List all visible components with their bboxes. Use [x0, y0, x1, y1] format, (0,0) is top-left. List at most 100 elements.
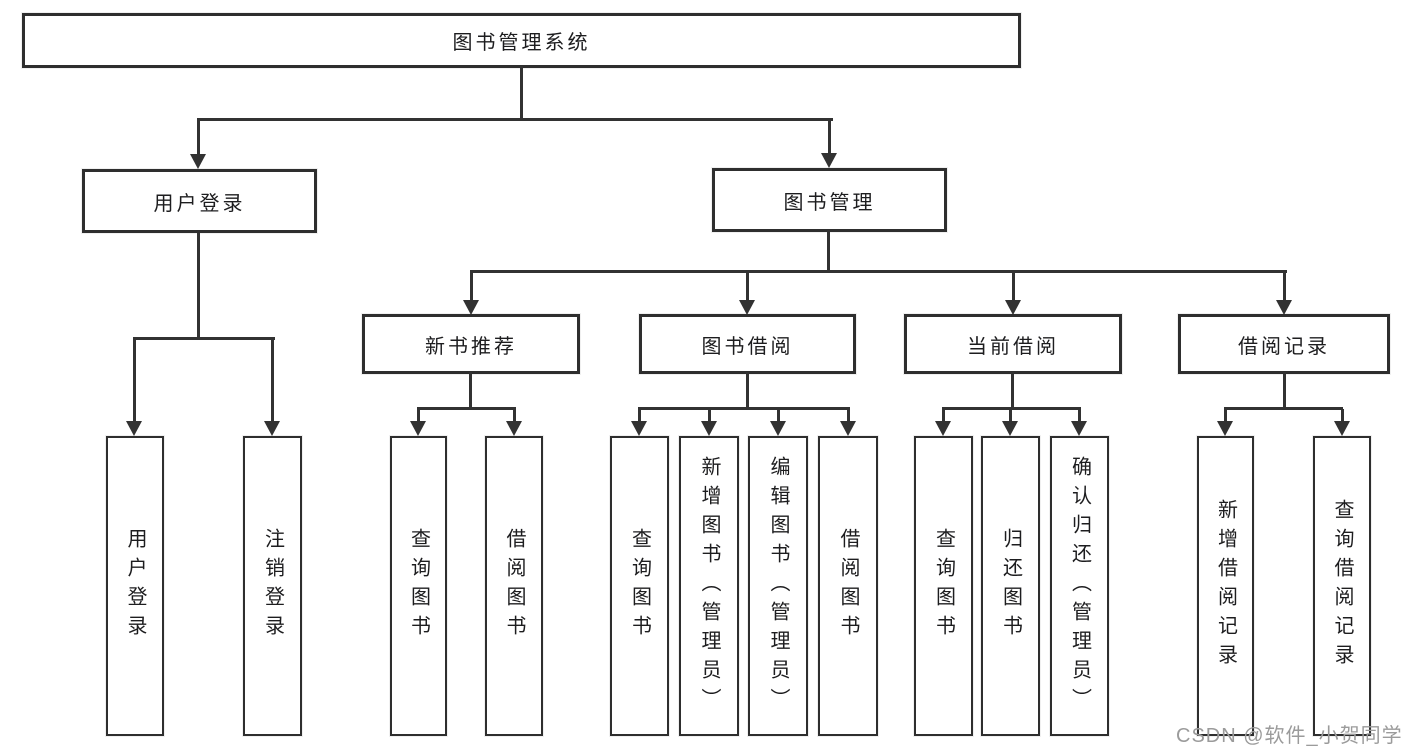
node-label: 借阅记录: [1238, 335, 1330, 358]
node-label: 借阅图书: [503, 528, 525, 644]
leaf-user-login: 用户登录: [106, 436, 164, 736]
arrow-shaft: [1282, 272, 1286, 303]
arrow-shaft: [846, 409, 850, 424]
arrow-to-leaf: [1002, 409, 1018, 436]
leaf-confirm-return-admin: 确认归还（管理员）: [1050, 436, 1109, 736]
connector-user-login-rail: [133, 337, 275, 340]
arrowhead-down-icon: [840, 421, 856, 436]
leaf-query-book-recommend: 查询图书: [390, 436, 447, 736]
arrowhead-down-icon: [1002, 421, 1018, 436]
connector-book-borrow-trunk: [746, 372, 749, 410]
leaf-query-borrow-record: 查询借阅记录: [1313, 436, 1371, 736]
node-label: 图书管理: [783, 191, 876, 214]
arrow-to-book-borrow: [739, 272, 755, 315]
arrow-shaft: [1340, 409, 1344, 424]
arrow-shaft: [745, 272, 749, 303]
arrowhead-down-icon: [410, 421, 426, 436]
connector-user-login-trunk: [197, 233, 200, 340]
leaf-add-book-admin: 新增图书（管理员）: [679, 436, 739, 736]
arrow-to-borrow-record: [1276, 272, 1292, 315]
arrow-to-leaf: [1217, 409, 1233, 436]
arrow-shaft: [1223, 409, 1227, 424]
arrowhead-down-icon: [1005, 300, 1021, 315]
csdn-watermark: CSDN @软件_小贺同学: [1176, 725, 1403, 747]
arrowhead-down-icon: [739, 300, 755, 315]
arrowhead-down-icon: [631, 421, 647, 436]
node-label: 查询图书: [628, 528, 651, 644]
arrowhead-down-icon: [821, 153, 837, 168]
leaf-query-book: 查询图书: [610, 436, 669, 736]
leaf-return-book: 归还图书: [981, 436, 1040, 736]
connector-root-trunk: [520, 66, 523, 120]
arrowhead-down-icon: [1217, 421, 1233, 436]
arrow-to-book-management: [821, 120, 837, 168]
leaf-borrow-book-recommend: 借阅图书: [485, 436, 543, 736]
arrowhead-down-icon: [1334, 421, 1350, 436]
node-current-borrow: 当前借阅: [904, 314, 1122, 374]
connector-book-borrow-rail: [638, 407, 850, 410]
arrow-to-leaf-user-login: [126, 339, 142, 436]
node-book-borrow: 图书借阅: [639, 314, 856, 374]
node-label: 用户登录: [124, 528, 146, 644]
arrowhead-down-icon: [1276, 300, 1292, 315]
connector-new-book-trunk: [469, 372, 472, 410]
arrow-to-leaf: [410, 409, 426, 436]
arrow-to-leaf: [1071, 409, 1087, 436]
leaf-query-current-borrow: 查询图书: [914, 436, 973, 736]
connector-new-book-rail: [417, 407, 516, 410]
node-label: 确认归还（管理员）: [1068, 455, 1091, 717]
arrow-shaft: [132, 339, 136, 424]
arrow-shaft: [776, 409, 780, 424]
node-label: 查询图书: [407, 528, 430, 644]
node-label: 新增借阅记录: [1214, 499, 1237, 673]
arrow-to-leaf: [631, 409, 647, 436]
arrow-shaft: [707, 409, 711, 424]
connector-book-management-trunk: [827, 230, 830, 273]
node-user-login: 用户登录: [82, 169, 317, 233]
node-label: 用户登录: [153, 192, 246, 215]
connector-borrow-record-rail: [1224, 407, 1343, 410]
leaf-borrow-book: 借阅图书: [818, 436, 878, 736]
arrow-to-leaf: [770, 409, 786, 436]
arrowhead-down-icon: [264, 421, 280, 436]
arrowhead-down-icon: [506, 421, 522, 436]
node-library-management-system: 图书管理系统: [22, 13, 1021, 68]
node-book-management: 图书管理: [712, 168, 947, 232]
arrow-to-user-login: [190, 120, 206, 169]
node-label: 新书推荐: [425, 335, 517, 358]
arrow-to-leaf: [840, 409, 856, 436]
arrowhead-down-icon: [701, 421, 717, 436]
connector-current-borrow-rail: [942, 407, 1081, 410]
arrowhead-down-icon: [190, 154, 206, 169]
node-label: 查询借阅记录: [1331, 499, 1353, 673]
arrowhead-down-icon: [463, 300, 479, 315]
arrow-to-leaf: [935, 409, 951, 436]
arrow-shaft: [469, 272, 473, 303]
connector-book-management-rail: [470, 270, 1287, 273]
node-label: 当前借阅: [967, 335, 1059, 358]
arrow-shaft: [512, 409, 516, 424]
arrow-to-leaf: [506, 409, 522, 436]
arrowhead-down-icon: [1071, 421, 1087, 436]
arrow-shaft: [827, 120, 831, 156]
arrow-shaft: [196, 120, 200, 157]
connector-borrow-record-trunk: [1283, 372, 1286, 410]
node-label: 查询图书: [932, 528, 955, 644]
node-label: 图书管理系统: [452, 32, 591, 54]
arrow-shaft: [1008, 409, 1012, 424]
arrow-to-current-borrow: [1005, 272, 1021, 315]
node-new-book-recommend: 新书推荐: [362, 314, 580, 374]
arrow-shaft: [637, 409, 641, 424]
node-label: 新增图书（管理员）: [698, 455, 720, 717]
arrow-shaft: [270, 339, 274, 424]
node-label: 归还图书: [999, 528, 1022, 644]
arrow-to-leaf: [701, 409, 717, 436]
arrowhead-down-icon: [126, 421, 142, 436]
node-label: 注销登录: [261, 528, 284, 644]
arrow-shaft: [416, 409, 420, 424]
arrow-to-leaf: [1334, 409, 1350, 436]
arrow-to-leaf-logout: [264, 339, 280, 436]
node-label: 借阅图书: [837, 528, 859, 644]
arrowhead-down-icon: [935, 421, 951, 436]
